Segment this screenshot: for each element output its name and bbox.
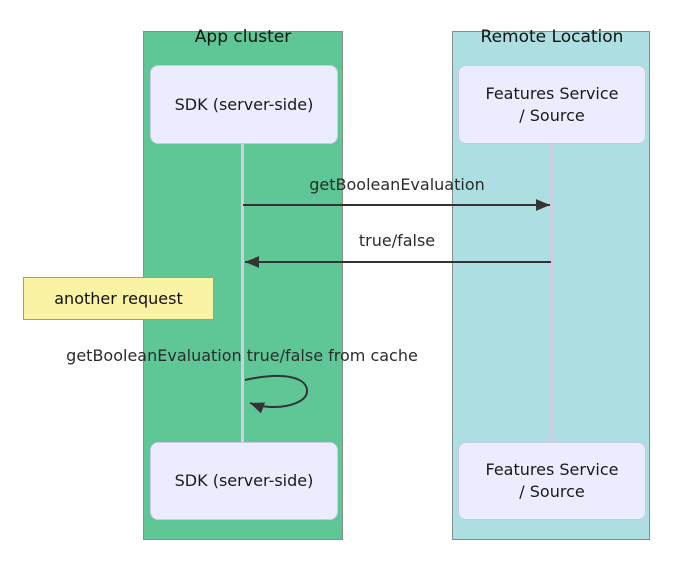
actor-label-line1: Features Service — [485, 460, 619, 479]
message-label-true-false: true/false — [358, 231, 436, 250]
note-another-request: another request — [23, 277, 214, 320]
self-loop-arrow — [244, 375, 309, 414]
features-service-lifeline — [550, 144, 553, 442]
actor-label-line2: / Source — [519, 105, 585, 125]
actor-label: SDK (server-side) — [174, 471, 314, 490]
message-label-cache: getBooleanEvaluation true/false from cac… — [66, 346, 418, 365]
actor-label: SDK (server-side) — [174, 94, 314, 114]
actor-label-line2: / Source — [519, 482, 585, 501]
note-text: another request — [54, 289, 183, 308]
sdk-lifeline — [241, 144, 244, 442]
remote-location-title: Remote Location — [480, 27, 624, 47]
app-cluster-title: App cluster — [194, 27, 292, 47]
actor-label-line1: Features Service — [485, 83, 619, 103]
actor-features-service-bottom: Features Service / Source — [458, 442, 646, 520]
message-label-getbooleanevaluation: getBooleanEvaluation — [309, 175, 485, 194]
actor-sdk-bottom: SDK (server-side) — [150, 442, 338, 520]
actor-sdk-top: SDK (server-side) — [150, 65, 338, 144]
actor-features-service-top: Features Service / Source — [458, 65, 646, 144]
